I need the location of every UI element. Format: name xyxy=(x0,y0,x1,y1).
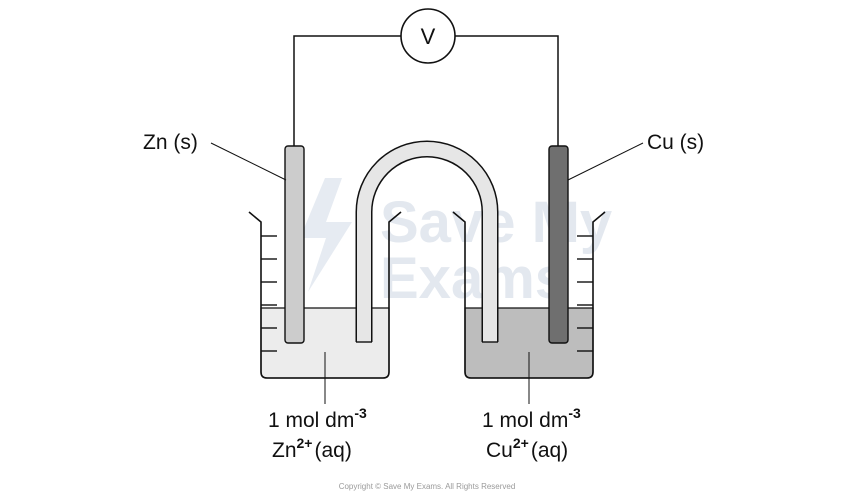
left-ion-label: Zn2+(aq) xyxy=(272,435,352,462)
right-beaker-graduations xyxy=(577,235,593,352)
watermark-logo-icon xyxy=(300,178,352,292)
copper-electrode-label: Cu (s) xyxy=(647,131,704,154)
left-beaker-graduations xyxy=(261,235,277,352)
right-concentration-label: 1 mol dm-3 xyxy=(482,405,581,432)
left-concentration-label: 1 mol dm-3 xyxy=(268,405,367,432)
salt-bridge xyxy=(355,140,499,343)
voltmeter-symbol: V xyxy=(421,24,436,49)
zinc-electrode-label: Zn (s) xyxy=(143,131,198,154)
voltmeter: V xyxy=(400,8,456,64)
watermark-line2: Exams xyxy=(380,246,567,311)
copper-leader-line xyxy=(567,142,644,181)
copper-electrode xyxy=(548,145,569,344)
copyright-notice: Copyright © Save My Exams. All Rights Re… xyxy=(339,482,516,491)
circuit-wire xyxy=(293,35,559,146)
zinc-leader-line xyxy=(210,142,287,181)
right-ion-label: Cu2+(aq) xyxy=(486,435,568,462)
zinc-electrode xyxy=(284,145,305,344)
